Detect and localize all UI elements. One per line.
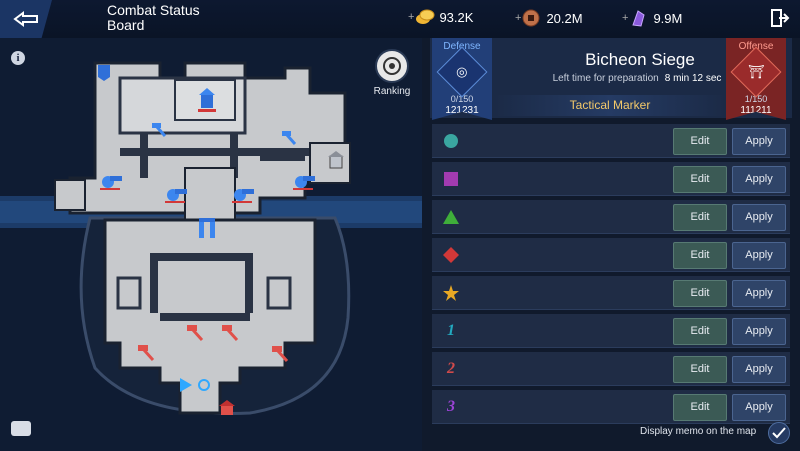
offense-camp-icon[interactable] xyxy=(218,400,236,418)
apply-button[interactable]: Apply xyxy=(732,242,786,269)
marker-row: Edit Apply xyxy=(432,200,790,234)
edit-button[interactable]: Edit xyxy=(673,204,727,231)
prep-timer: Left time for preparation 8 min 12 sec xyxy=(517,73,757,84)
exit-door-icon xyxy=(771,9,790,27)
offense-label: Offense xyxy=(726,41,786,52)
offense-hammer-icon[interactable] xyxy=(220,322,240,342)
player-position-icon[interactable] xyxy=(178,374,212,396)
apply-button[interactable]: Apply xyxy=(732,318,786,345)
memo-checkbox[interactable] xyxy=(768,422,790,444)
teal-circle-icon xyxy=(442,132,460,150)
marker-list: Edit Apply Edit Apply Edit Apply Edit Ap… xyxy=(432,124,790,428)
marker-row: 2 Edit Apply xyxy=(432,352,790,386)
defense-cannon-icon[interactable] xyxy=(232,183,256,203)
apply-button[interactable]: Apply xyxy=(732,394,786,421)
coin-resource: + 20.2M xyxy=(515,9,583,27)
defense-cannon-icon[interactable] xyxy=(100,170,124,190)
coin-icon xyxy=(522,9,540,27)
edit-button[interactable]: Edit xyxy=(673,318,727,345)
offense-hammer-icon[interactable] xyxy=(185,322,205,342)
crystal-resource: + 9.9M xyxy=(622,10,683,27)
defense-flag[interactable]: Defense ◎ 0/150 121231 xyxy=(432,38,492,120)
defense-emblem-icon: ◎ xyxy=(436,46,488,98)
ranking-label: Ranking xyxy=(373,86,411,97)
defense-hammer-icon[interactable] xyxy=(280,128,298,146)
number-3-icon: 3 xyxy=(447,398,455,415)
number-2-icon: 2 xyxy=(447,360,455,377)
defense-label: Defense xyxy=(432,41,492,52)
siege-panel: Defense ◎ 0/150 121231 Offense ⛩ 1/150 1… xyxy=(422,38,800,451)
gold-star-icon xyxy=(442,284,460,302)
defense-hammer-icon[interactable] xyxy=(150,120,168,138)
defense-cannon-icon[interactable] xyxy=(293,170,317,190)
siege-map[interactable]: i Ranking xyxy=(0,38,422,451)
chat-bubble-icon[interactable] xyxy=(11,421,31,436)
apply-button[interactable]: Apply xyxy=(732,128,786,155)
gate-tower-icon[interactable] xyxy=(327,150,345,170)
memo-toggle-label: Display memo on the map xyxy=(640,426,757,437)
marker-row: 3 Edit Apply xyxy=(432,390,790,424)
prep-label: Left time for preparation xyxy=(552,73,659,84)
exit-button[interactable] xyxy=(770,8,790,33)
marker-row: Edit Apply xyxy=(432,162,790,196)
edit-button[interactable]: Edit xyxy=(673,280,727,307)
number-1-icon: 1 xyxy=(447,322,455,339)
crystal-icon xyxy=(632,10,646,27)
defense-cannon-icon[interactable] xyxy=(165,183,189,203)
ranking-emblem-icon xyxy=(375,49,409,83)
edit-button[interactable]: Edit xyxy=(673,394,727,421)
edit-button[interactable]: Edit xyxy=(673,356,727,383)
offense-count: 1/150 xyxy=(744,94,768,104)
apply-button[interactable]: Apply xyxy=(732,166,786,193)
ranking-button[interactable]: Ranking xyxy=(373,49,411,97)
defense-count: 0/150 xyxy=(450,94,474,104)
marker-row: Edit Apply xyxy=(432,276,790,310)
offense-id: 111211 xyxy=(740,105,772,116)
apply-button[interactable]: Apply xyxy=(732,204,786,231)
gold-value: 93.2K xyxy=(439,9,474,25)
coin-value: 20.2M xyxy=(546,10,583,26)
back-button[interactable] xyxy=(0,0,52,38)
info-icon[interactable]: i xyxy=(11,51,25,65)
offense-hammer-icon[interactable] xyxy=(270,343,290,363)
defense-id: 121231 xyxy=(445,105,479,116)
back-arrow-icon xyxy=(13,11,38,27)
gold-resource: + 93.2K xyxy=(408,9,474,25)
marker-row: 1 Edit Apply xyxy=(432,314,790,348)
purple-square-icon xyxy=(442,170,460,188)
defense-gate-icon[interactable] xyxy=(197,216,217,240)
edit-button[interactable]: Edit xyxy=(673,166,727,193)
red-diamond-icon xyxy=(442,246,460,264)
crystal-value: 9.9M xyxy=(653,10,683,26)
green-triangle-icon xyxy=(442,208,460,226)
siege-name: Bicheon Siege xyxy=(585,50,695,69)
defense-banner-icon[interactable] xyxy=(96,64,112,82)
gold-icon xyxy=(416,9,435,24)
checkmark-icon xyxy=(772,427,786,439)
prep-time: 8 min 12 sec xyxy=(664,73,722,84)
defense-tower-icon[interactable] xyxy=(198,88,216,112)
top-bar: Combat Status Board + 93.2K + 20.2M + 9.… xyxy=(0,0,800,39)
map-terrain xyxy=(0,61,422,415)
offense-hammer-icon[interactable] xyxy=(136,342,156,362)
edit-button[interactable]: Edit xyxy=(673,128,727,155)
offense-flag[interactable]: Offense ⛩ 1/150 111211 xyxy=(726,38,786,120)
apply-button[interactable]: Apply xyxy=(732,280,786,307)
tactical-marker-title: Tactical Marker xyxy=(494,95,726,116)
marker-row: Edit Apply xyxy=(432,124,790,158)
marker-row: Edit Apply xyxy=(432,238,790,272)
page-title: Combat Status Board xyxy=(107,2,200,33)
edit-button[interactable]: Edit xyxy=(673,242,727,269)
apply-button[interactable]: Apply xyxy=(732,356,786,383)
